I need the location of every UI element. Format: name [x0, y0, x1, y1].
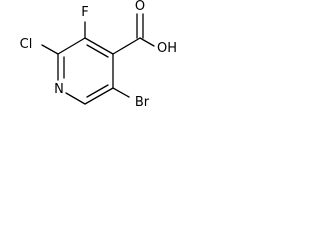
bond-carboxyl-oh — [139, 37, 155, 47]
bond-c4-carboxyl — [112, 37, 141, 55]
bond-c5-br — [112, 87, 130, 98]
bond-c2-cl — [41, 44, 59, 55]
bond-c5-c6 — [84, 87, 114, 105]
carbonyl-oxygen-label: O — [135, 0, 145, 14]
fluorine-label: F — [81, 5, 88, 20]
bond-c5-c6-inner — [86, 84, 109, 98]
bond-c6-n1 — [65, 92, 86, 105]
chlorine-label: Cl — [20, 37, 33, 52]
nitrogen-label: N — [54, 82, 64, 97]
bond-c3-c4 — [84, 37, 114, 55]
bromine-label: Br — [135, 95, 150, 110]
hydroxyl-label: OH — [157, 41, 177, 56]
molecule-drawing: F Cl N Br O OH — [20, 0, 177, 110]
bond-c3-c4-inner — [86, 44, 109, 58]
bond-c2-c3 — [57, 37, 86, 55]
structure-diagram: F Cl N Br O OH — [0, 0, 206, 137]
